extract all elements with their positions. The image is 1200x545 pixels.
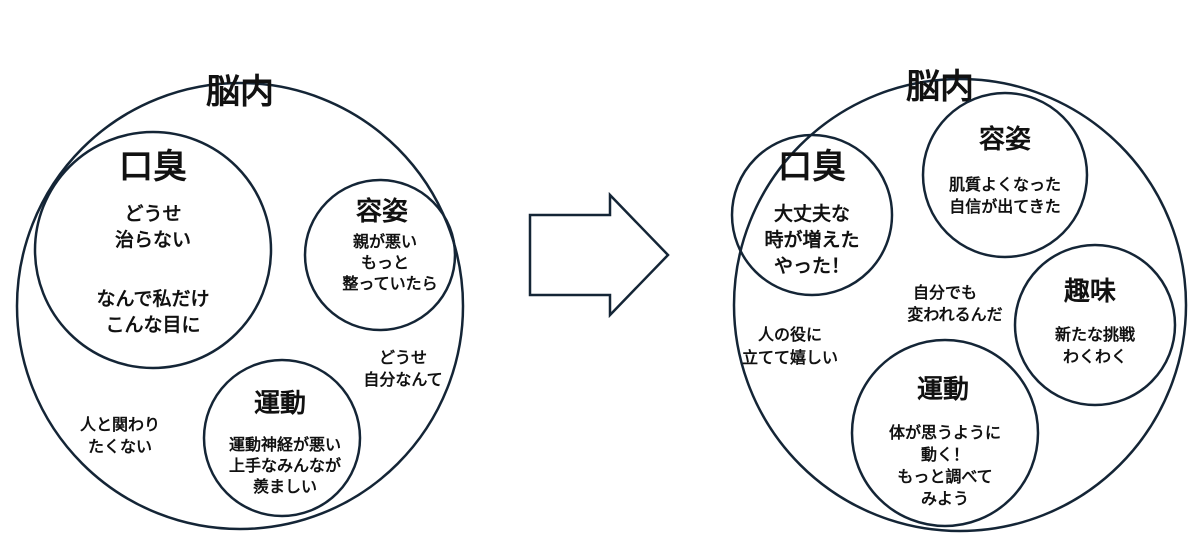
before-mouth-text: どうせ bbox=[124, 203, 181, 225]
before-exercise-text: 羨ましい bbox=[253, 477, 317, 496]
after-exercise-text: 動く！ bbox=[921, 445, 969, 464]
after-appearance-text: 肌質よくなった bbox=[949, 175, 1061, 194]
before-appearance-text: 親が悪い bbox=[353, 232, 417, 251]
after-mouth-circle bbox=[730, 133, 894, 297]
before-mouth-text: 治らない bbox=[115, 228, 191, 251]
after-brain-circle bbox=[732, 77, 1188, 533]
before-appearance-circle bbox=[303, 178, 457, 332]
before-exercise-circle bbox=[202, 358, 362, 518]
before-exercise-text: 上手なみんなが bbox=[229, 456, 341, 475]
after-thought: 変われるんだ bbox=[907, 305, 1002, 324]
before-mouth-text: なんで私だけ bbox=[96, 288, 209, 310]
after-hobby-text: 新たな挑戦 bbox=[1055, 325, 1136, 344]
arrow-right-icon bbox=[528, 191, 670, 319]
before-thought: 人と関わり bbox=[80, 415, 160, 434]
after-mouth-text: やった！ bbox=[774, 255, 850, 277]
after-brain: 脳内 口臭 大丈夫な 時が増えた やった！ 容姿 肌質よくなった 自信が出てきた… bbox=[730, 67, 1188, 533]
before-thought: 自分なんて bbox=[363, 370, 442, 389]
after-hobby-circle bbox=[1013, 243, 1177, 407]
before-brain: 脳内 口臭 どうせ 治らない なんで私だけ こんな目に 容姿 親が悪い もっと … bbox=[15, 72, 465, 531]
before-appearance-text: もっと bbox=[361, 253, 409, 272]
after-mouth-text: 時が増えた bbox=[764, 228, 859, 251]
after-thought: 自分でも bbox=[913, 283, 977, 302]
after-exercise-text: みよう bbox=[921, 489, 969, 508]
after-mouth-title: 口臭 bbox=[778, 147, 846, 187]
before-exercise-title: 運動 bbox=[254, 389, 306, 419]
after-thought: 人の役に bbox=[758, 325, 822, 344]
before-mouth-title: 口臭 bbox=[119, 147, 187, 187]
before-mouth-circle bbox=[33, 130, 273, 370]
before-thought: どうせ bbox=[379, 348, 427, 367]
before-appearance-text: 整っていたら bbox=[341, 274, 437, 293]
before-exercise-text: 運動神経が悪い bbox=[229, 435, 341, 454]
after-title: 脳内 bbox=[906, 67, 974, 107]
after-exercise-circle bbox=[850, 338, 1040, 528]
after-thought: 立てて嬉しい bbox=[742, 348, 838, 367]
after-hobby-title: 趣味 bbox=[1063, 277, 1116, 307]
after-hobby-text: わくわく bbox=[1063, 347, 1127, 366]
after-appearance-circle bbox=[921, 91, 1089, 259]
before-brain-circle bbox=[15, 81, 465, 531]
before-title: 脳内 bbox=[206, 72, 274, 112]
before-mouth-text: こんな目に bbox=[105, 314, 200, 336]
after-exercise-text: もっと調べて bbox=[897, 467, 992, 486]
before-appearance-title: 容姿 bbox=[356, 196, 408, 227]
after-exercise-text: 体が思うように bbox=[889, 423, 1001, 442]
before-thought: たくない bbox=[88, 437, 152, 456]
after-appearance-title: 容姿 bbox=[979, 124, 1031, 155]
after-exercise-title: 運動 bbox=[917, 375, 969, 405]
after-mouth-text: 大丈夫な bbox=[774, 202, 850, 225]
after-appearance-text: 自信が出てきた bbox=[949, 197, 1061, 216]
